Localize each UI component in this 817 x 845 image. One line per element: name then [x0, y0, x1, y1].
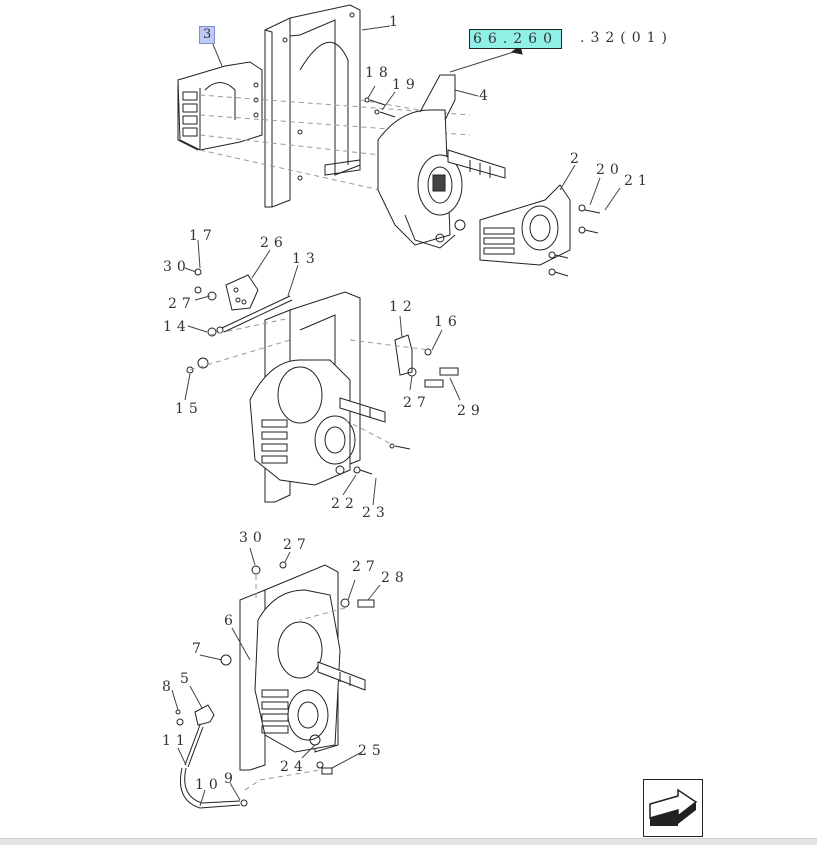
cover-part-2: [480, 185, 570, 265]
label-part-29[interactable]: 29: [457, 403, 485, 419]
hose-parts-bottom: [176, 562, 374, 808]
label-part-27-bottom-right[interactable]: 27: [352, 559, 380, 575]
label-part-25[interactable]: 25: [358, 743, 386, 759]
label-part-15[interactable]: 15: [175, 401, 203, 417]
label-part-7[interactable]: 7: [192, 641, 206, 657]
label-part-26[interactable]: 26: [260, 235, 288, 251]
label-part-22[interactable]: 22: [331, 496, 359, 512]
label-part-14[interactable]: 14: [163, 319, 191, 335]
assembly-top: [178, 5, 620, 276]
label-part-24[interactable]: 24: [280, 759, 308, 775]
label-part-1[interactable]: 1: [389, 14, 403, 30]
reference-suffix: .32(01): [580, 30, 674, 46]
label-part-27-bottom-top[interactable]: 27: [283, 537, 311, 553]
label-part-18[interactable]: 18: [365, 65, 393, 81]
label-part-30-bottom[interactable]: 30: [239, 530, 267, 546]
label-part-27-middle-left[interactable]: 27: [168, 296, 196, 312]
label-part-6[interactable]: 6: [224, 613, 238, 629]
label-part-30-middle[interactable]: 30: [163, 259, 191, 275]
label-part-17[interactable]: 17: [189, 228, 217, 244]
alignment-lines-bottom: [245, 575, 345, 790]
frame-part-1: [265, 5, 360, 207]
label-part-20[interactable]: 20: [596, 162, 624, 178]
label-part-19[interactable]: 19: [392, 77, 420, 93]
reference-link[interactable]: 66.260: [469, 29, 562, 49]
label-part-27-middle-right[interactable]: 27: [403, 395, 431, 411]
fasteners-top: [298, 98, 600, 276]
label-part-28[interactable]: 28: [381, 570, 409, 586]
label-part-4[interactable]: 4: [479, 88, 493, 104]
leaders-top: [212, 26, 620, 210]
label-part-13[interactable]: 13: [292, 251, 320, 267]
alignment-lines-middle: [190, 318, 430, 446]
label-part-21[interactable]: 21: [624, 173, 652, 189]
assembly-middle: [185, 240, 460, 505]
label-part-12[interactable]: 12: [389, 299, 417, 315]
leaders-middle: [185, 240, 460, 505]
label-part-8[interactable]: 8: [162, 679, 176, 695]
assembly-bottom: [172, 548, 380, 808]
bracket-part-12: [395, 335, 412, 375]
leaders-bottom: [172, 548, 380, 806]
washers-middle: [187, 269, 223, 373]
gearbox-top: [378, 75, 505, 248]
label-part-3[interactable]: 3: [199, 26, 216, 44]
label-part-2[interactable]: 2: [570, 151, 584, 167]
bottom-scrollbar[interactable]: [0, 838, 817, 845]
gearbox-bottom: [255, 590, 365, 752]
label-part-10[interactable]: 10: [195, 777, 223, 793]
plate-part-26: [226, 275, 258, 310]
gearbox-middle: [250, 360, 385, 485]
label-part-16[interactable]: 16: [434, 314, 462, 330]
label-part-9[interactable]: 9: [224, 771, 238, 787]
label-part-23[interactable]: 23: [362, 505, 390, 521]
bracket-part-3: [178, 62, 262, 150]
next-page-arrow-icon: [644, 780, 702, 826]
label-part-5[interactable]: 5: [180, 671, 194, 687]
next-page-button[interactable]: [643, 779, 703, 837]
label-part-11[interactable]: 11: [162, 733, 190, 749]
